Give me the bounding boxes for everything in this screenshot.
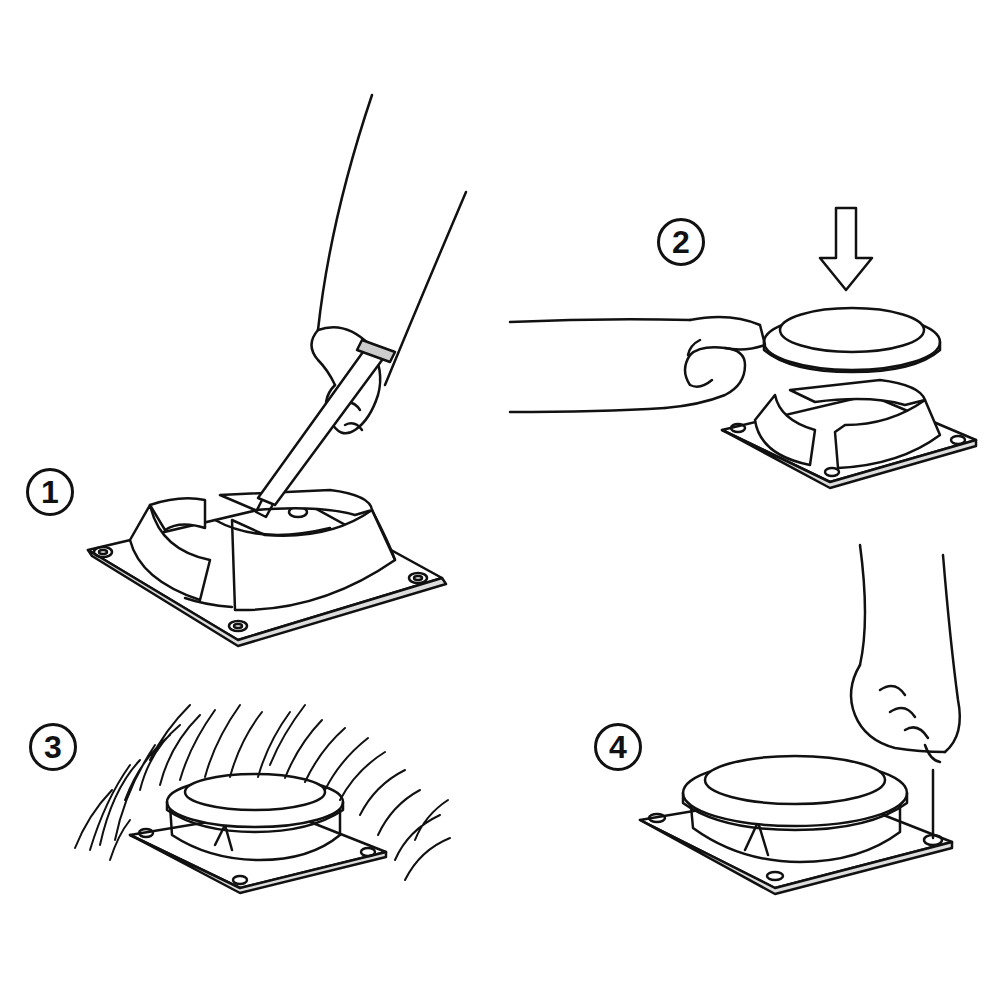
base-plate-puck (510, 208, 976, 488)
step-number-circle: 3 (29, 723, 77, 771)
step-number-circle: 2 (657, 218, 705, 266)
base-plate-glue (88, 95, 466, 646)
step-number: 1 (41, 476, 59, 508)
step-number: 3 (44, 731, 62, 763)
screwing-down (640, 545, 960, 894)
step-number-circle: 1 (26, 468, 74, 516)
step-number: 4 (609, 731, 627, 763)
step-number-circle: 4 (594, 723, 642, 771)
installed-in-grass (75, 705, 450, 893)
step-number: 2 (672, 226, 690, 258)
